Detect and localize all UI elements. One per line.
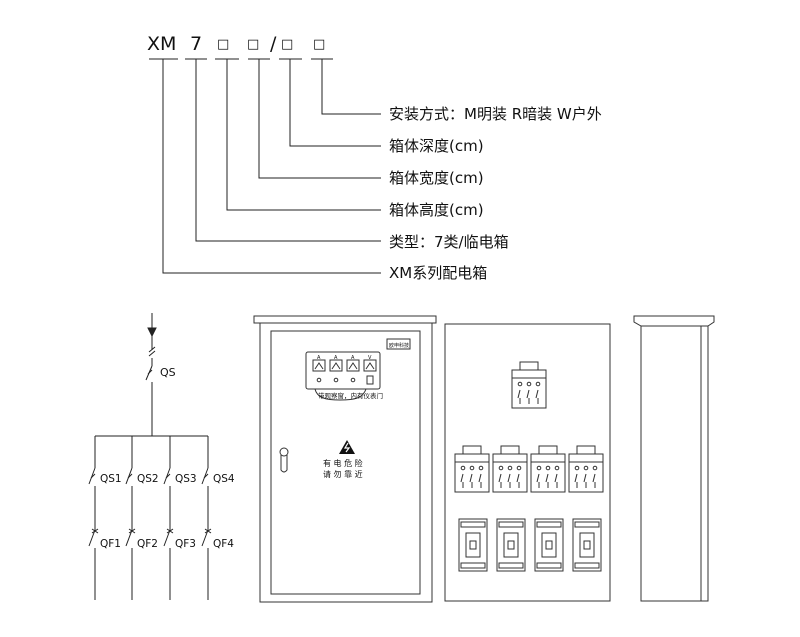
meter-unit-label: A <box>317 355 321 361</box>
meter: V <box>363 355 377 385</box>
model-height-box: □ <box>217 37 230 52</box>
warning-triangle-icon <box>339 440 355 454</box>
leader-install <box>321 59 381 115</box>
leader-depth <box>289 59 381 147</box>
circuit-breaker <box>534 518 564 572</box>
leader-series <box>162 59 381 274</box>
legend-type: 类型：7类/临电箱 <box>389 233 509 251</box>
isolator-switch <box>511 361 547 409</box>
model-type-digit: 7 <box>190 33 203 55</box>
branch-switch-label: QS1 <box>100 473 122 485</box>
lightning-bolt-icon <box>343 442 351 453</box>
legend-series: XM系列配电箱 <box>389 264 488 282</box>
warning-line-1: 有 电 危 险 <box>323 458 363 468</box>
meter-unit-label: V <box>368 355 372 361</box>
model-depth-box: □ <box>281 37 294 52</box>
cabinet-inner-panel <box>444 323 611 602</box>
model-width-box: □ <box>247 37 260 52</box>
model-install-box: □ <box>313 37 326 52</box>
meter-unit-label: A <box>351 355 355 361</box>
branch-breaker-label: QF4 <box>213 538 234 550</box>
meter: A <box>329 355 343 383</box>
leader-type <box>195 59 381 242</box>
circuit-breaker <box>496 518 526 572</box>
branch-switch-label: QS2 <box>137 473 159 485</box>
legend-height: 箱体高度(cm) <box>389 201 484 219</box>
warning-line-2: 请 勿 靠 近 <box>323 469 363 479</box>
main-switch-label: QS <box>160 366 176 379</box>
circuit-breaker <box>572 518 602 572</box>
nameplate-text: 欧申科技 <box>389 342 409 349</box>
circuit-breaker <box>458 518 488 572</box>
branch-switch-label: QS4 <box>213 473 235 485</box>
meter: A <box>346 355 360 383</box>
legend-install-method: 安装方式：M明装 R暗装 W户外 <box>389 105 602 123</box>
isolator-switch <box>530 445 566 493</box>
cabinet-side-view <box>633 315 715 602</box>
incoming-arrow <box>147 327 157 338</box>
isolator-switch <box>492 445 528 493</box>
meter: A <box>312 355 326 383</box>
leader-width <box>258 59 381 179</box>
window-note: 带观察窗，内有仪表门 <box>318 391 383 400</box>
legend-width: 箱体宽度(cm) <box>389 169 484 187</box>
branch-breaker-label: QF1 <box>100 538 121 550</box>
isolator-switch <box>568 445 604 493</box>
branch-breaker-label: QF2 <box>137 538 158 550</box>
isolator-switch <box>454 445 490 493</box>
leader-height <box>226 59 381 211</box>
model-prefix: XM <box>147 33 177 55</box>
meter-unit-label: A <box>334 355 338 361</box>
branch-breaker-label: QF3 <box>175 538 196 550</box>
legend-depth: 箱体深度(cm) <box>389 137 484 155</box>
branch-switch-label: QS3 <box>175 473 197 485</box>
model-slash: / <box>270 33 277 55</box>
